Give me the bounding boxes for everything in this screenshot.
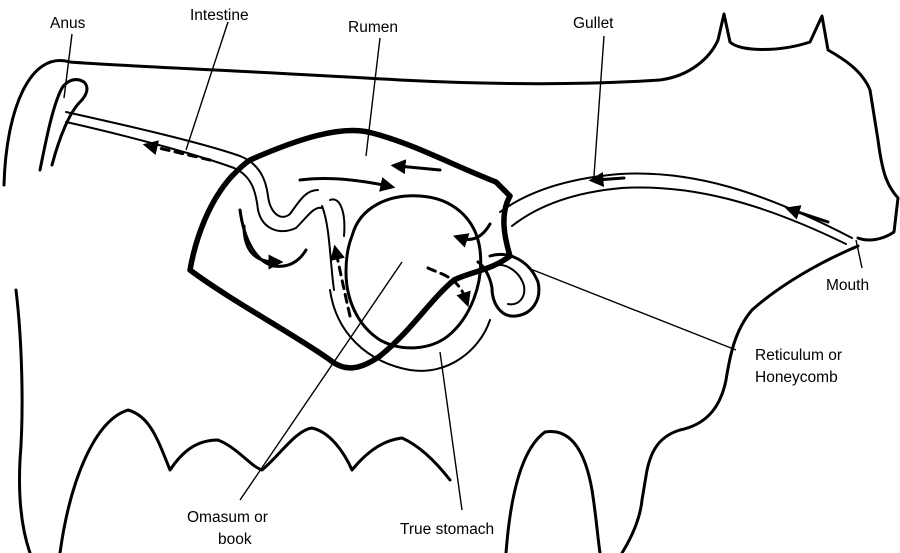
cow-hind-leg (14, 288, 32, 553)
arrow-reticulum (452, 222, 492, 248)
flow-arrows (142, 140, 830, 318)
leader-lines (63, 21, 863, 511)
leader-true-stomach (439, 351, 463, 511)
arrow-omasum (426, 266, 471, 308)
label-intestine: Intestine (190, 7, 249, 24)
arrow-gullet-mid (588, 171, 626, 187)
rumen-inner-fold (238, 208, 308, 268)
leader-omasum (239, 261, 403, 501)
leader-anus (63, 33, 73, 99)
label-gullet: Gullet (573, 15, 614, 32)
reticulum-inner (493, 264, 526, 306)
labels: Anus Intestine Rumen Gullet Mouth Reticu… (50, 7, 869, 548)
label-omasum-1: Omasum or (187, 509, 268, 526)
label-omasum-2: book (218, 531, 252, 548)
true-stomach-inner-2 (329, 198, 346, 237)
digestive-tract (65, 111, 853, 372)
arrow-rumen-top (390, 159, 442, 175)
reticulum (476, 253, 541, 318)
cow-outline (2, 12, 900, 553)
leader-mouth (855, 239, 863, 269)
cow-tail (38, 78, 89, 172)
label-anus: Anus (50, 15, 86, 32)
leader-intestine (185, 21, 229, 151)
label-true-stomach: True stomach (400, 521, 494, 538)
leader-gullet (593, 35, 605, 177)
cow-front-leg (504, 430, 602, 553)
gullet-tube-lower (511, 186, 847, 245)
arrow-rumen-left (298, 176, 396, 192)
intestine-tube-lower (65, 121, 323, 233)
label-reticulum-2: Honeycomb (755, 369, 838, 386)
rumen (187, 127, 513, 371)
cow-chest (620, 244, 860, 553)
cow-belly-bumps (58, 408, 452, 553)
arrow-intestine (142, 140, 212, 162)
arrow-left-up (330, 244, 352, 318)
cow-rump-line (2, 12, 900, 242)
label-rumen: Rumen (348, 19, 398, 36)
true-stomach-inner (321, 205, 335, 291)
true-stomach (329, 289, 491, 372)
omasum (344, 194, 483, 350)
arrow-rumen-curl (242, 224, 284, 270)
gullet-tube-upper (499, 172, 853, 239)
arrow-gullet-in (784, 205, 830, 224)
intestine-tube-upper (65, 111, 319, 218)
label-reticulum-1: Reticulum or (755, 347, 842, 364)
leader-reticulum (527, 267, 737, 351)
label-mouth: Mouth (826, 277, 869, 294)
leader-rumen (365, 37, 381, 157)
